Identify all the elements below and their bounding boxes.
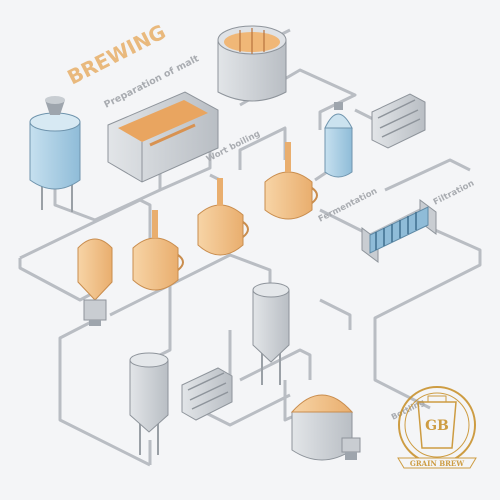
grain-brew-logo: GB GRAIN BREW bbox=[397, 386, 477, 469]
fermenter-right bbox=[252, 282, 290, 385]
plate-filter-top bbox=[371, 93, 426, 149]
copper-kettle-2 bbox=[197, 178, 249, 256]
malt-silo bbox=[29, 96, 81, 212]
copper-kettle-1 bbox=[132, 210, 184, 291]
grain-hopper bbox=[77, 238, 113, 326]
blue-pressure-tank bbox=[324, 102, 353, 178]
malt-trough bbox=[107, 91, 219, 183]
pipe-network bbox=[18, 28, 482, 467]
logo-brand-name: GRAIN BREW bbox=[410, 459, 464, 468]
lauter-tun bbox=[217, 25, 287, 102]
copper-kettle-3 bbox=[264, 142, 318, 220]
label-fermentation: Fermentation bbox=[317, 186, 379, 224]
coil-cooler bbox=[361, 199, 437, 263]
label-filtration: Filtration bbox=[432, 179, 476, 208]
logo-initials: GB bbox=[425, 418, 449, 434]
bright-beer-tank bbox=[290, 394, 361, 461]
plate-filter-bottom bbox=[181, 367, 233, 421]
fermenter-left bbox=[129, 352, 169, 455]
